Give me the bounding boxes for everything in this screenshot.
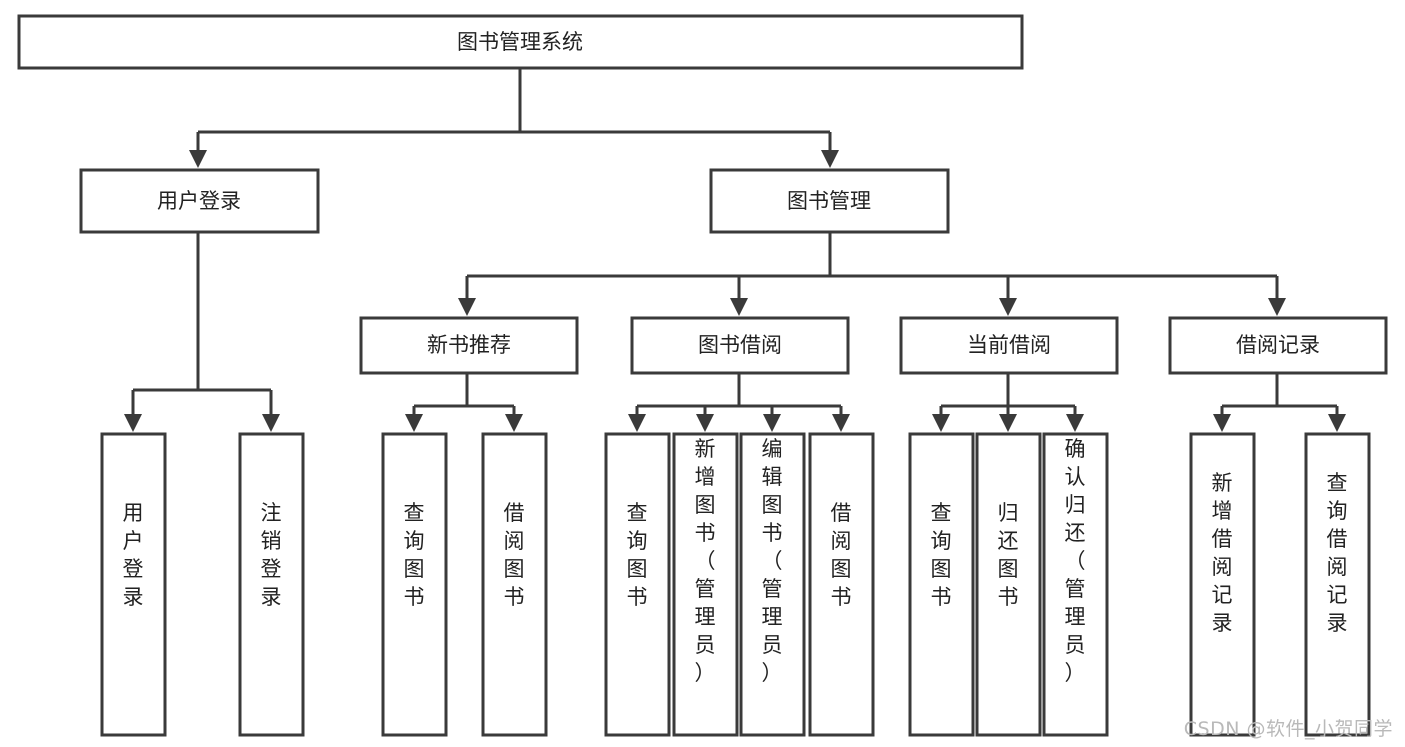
leaf-borrow-book-2[interactable]: 借阅图书 xyxy=(808,432,875,737)
leaf-add-book-box[interactable] xyxy=(672,432,739,737)
arrowhead-leaf-edit-book xyxy=(763,414,781,432)
node-book-borrow[interactable]: 图书借阅 xyxy=(630,316,850,375)
arrowhead-book-borrow xyxy=(730,298,748,316)
leaf-query-book-3[interactable]: 查询图书 xyxy=(908,432,975,737)
leaf-borrow-book-2-box[interactable] xyxy=(808,432,875,737)
node-current-borrow[interactable]: 当前借阅 xyxy=(899,316,1119,375)
arrowhead-leaf-add-book xyxy=(696,414,714,432)
node-root[interactable]: 图书管理系统 xyxy=(17,14,1024,70)
node-book-management-label: 图书管理 xyxy=(787,189,871,213)
node-book-management-box[interactable] xyxy=(709,168,950,234)
arrowhead-leaf-query-record xyxy=(1328,414,1346,432)
arrowhead-leaf-return-book xyxy=(999,414,1017,432)
connector-group-book-mgmt xyxy=(458,233,1286,316)
node-user-login-box[interactable] xyxy=(79,168,320,234)
node-current-borrow-box[interactable] xyxy=(899,316,1119,375)
leaf-query-book-2-label: 查询图书 xyxy=(627,501,648,609)
arrowhead-user-login xyxy=(189,150,207,168)
node-new-book-recommend-label: 新书推荐 xyxy=(427,333,511,357)
leaf-borrow-book-2-label: 借阅图书 xyxy=(831,501,852,609)
node-user-login[interactable]: 用户登录 xyxy=(79,168,320,234)
leaf-query-book-1-label: 查询图书 xyxy=(404,501,425,609)
leaf-query-book-2-box[interactable] xyxy=(604,432,671,737)
leaf-query-record[interactable]: 查询借阅记录 xyxy=(1304,432,1371,737)
leaf-add-book[interactable]: 新增图书（管理员） xyxy=(672,432,739,737)
node-new-book-recommend-box[interactable] xyxy=(359,316,579,375)
node-borrow-record-box[interactable] xyxy=(1168,316,1388,375)
arrowhead-leaf-logout xyxy=(262,414,280,432)
node-new-book-recommend[interactable]: 新书推荐 xyxy=(359,316,579,375)
leaf-query-book-3-box[interactable] xyxy=(908,432,975,737)
leaf-confirm-return[interactable]: 确认归还（管理员） xyxy=(1042,432,1109,737)
node-book-management[interactable]: 图书管理 xyxy=(709,168,950,234)
leaf-user-login-box[interactable] xyxy=(100,432,167,737)
arrowhead-leaf-query-book-2 xyxy=(628,414,646,432)
arrowhead-leaf-query-book-1 xyxy=(405,414,423,432)
leaf-edit-book-label: 编辑图书（管理员） xyxy=(762,437,783,685)
leaf-borrow-book-1[interactable]: 借阅图书 xyxy=(481,432,548,737)
node-borrow-record[interactable]: 借阅记录 xyxy=(1168,316,1388,375)
node-current-borrow-label: 当前借阅 xyxy=(967,333,1051,357)
leaf-user-login-label: 用户登录 xyxy=(123,501,144,609)
arrowhead-new-book-recommend xyxy=(458,298,476,316)
node-book-borrow-box[interactable] xyxy=(630,316,850,375)
arrowhead-borrow-record xyxy=(1268,298,1286,316)
arrowhead-leaf-borrow-book-1 xyxy=(505,414,523,432)
connector-group-current-borrow xyxy=(932,374,1084,432)
connector-group-book-borrow xyxy=(628,374,850,432)
leaf-borrow-book-1-label: 借阅图书 xyxy=(504,501,525,609)
connector-group-root xyxy=(189,68,839,168)
connector-group-borrow-record xyxy=(1213,374,1346,432)
node-user-login-label: 用户登录 xyxy=(157,189,241,213)
leaf-query-record-label: 查询借阅记录 xyxy=(1327,471,1348,635)
leaf-add-book-label: 新增图书（管理员） xyxy=(695,437,716,685)
arrowhead-current-borrow xyxy=(999,298,1017,316)
leaf-query-book-3-label: 查询图书 xyxy=(931,501,952,609)
arrowhead-leaf-confirm-return xyxy=(1066,414,1084,432)
leaf-confirm-return-box[interactable] xyxy=(1042,432,1109,737)
node-borrow-record-label: 借阅记录 xyxy=(1236,333,1320,357)
leaf-query-book-2[interactable]: 查询图书 xyxy=(604,432,671,737)
leaf-query-book-1[interactable]: 查询图书 xyxy=(381,432,448,737)
node-book-borrow-label: 图书借阅 xyxy=(698,333,782,357)
leaf-add-record-box[interactable] xyxy=(1189,432,1256,737)
arrowhead-leaf-query-book-3 xyxy=(932,414,950,432)
leaf-confirm-return-label: 确认归还（管理员） xyxy=(1065,437,1086,685)
arrowhead-leaf-add-record xyxy=(1213,414,1231,432)
leaf-return-book-label: 归还图书 xyxy=(998,501,1019,609)
arrowhead-book-mgmt xyxy=(821,150,839,168)
leaf-query-book-1-box[interactable] xyxy=(381,432,448,737)
leaf-borrow-book-1-box[interactable] xyxy=(481,432,548,737)
leaf-user-login[interactable]: 用户登录 xyxy=(100,432,167,737)
arrowhead-leaf-user-login xyxy=(124,414,142,432)
leaf-return-book[interactable]: 归还图书 xyxy=(975,432,1042,737)
leaf-logout-label: 注销登录 xyxy=(261,501,282,609)
node-root-box[interactable] xyxy=(17,14,1024,70)
leaf-add-record[interactable]: 新增借阅记录 xyxy=(1189,432,1256,737)
leaf-logout[interactable]: 注销登录 xyxy=(238,432,305,737)
leaf-edit-book-box[interactable] xyxy=(739,432,806,737)
leaf-logout-box[interactable] xyxy=(238,432,305,737)
leaf-return-book-box[interactable] xyxy=(975,432,1042,737)
node-root-label: 图书管理系统 xyxy=(457,30,583,54)
connector-group-user-login xyxy=(124,233,280,432)
connector-group-new-book-recommend xyxy=(405,374,523,432)
leaf-add-record-label: 新增借阅记录 xyxy=(1212,471,1233,635)
leaf-query-record-box[interactable] xyxy=(1304,432,1371,737)
arrowhead-leaf-borrow-book-2 xyxy=(832,414,850,432)
leaf-edit-book[interactable]: 编辑图书（管理员） xyxy=(739,432,806,737)
